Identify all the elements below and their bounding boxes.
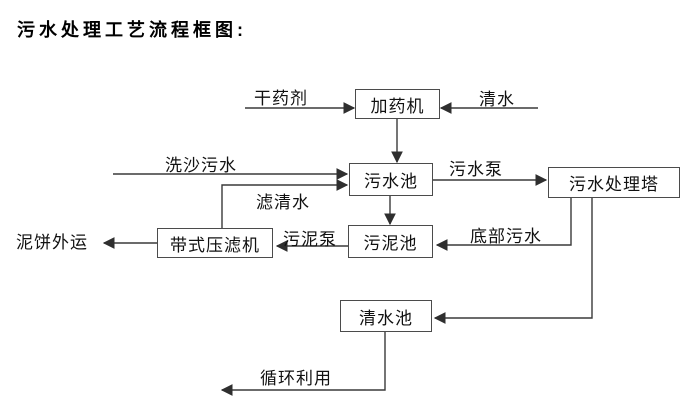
arrow-tower-to-clean-water-pool bbox=[433, 198, 593, 324]
label-sewage-pump: 污水泵 bbox=[449, 160, 503, 179]
node-belt-filter-press: 带式压滤机 bbox=[157, 228, 273, 258]
arrow-bottom-sewage-to-sludge-pool bbox=[435, 198, 572, 251]
node-dosing-machine: 加药机 bbox=[355, 89, 440, 119]
label-mud-cake-out: 泥饼外运 bbox=[16, 233, 88, 252]
node-sewage-treatment-tower: 污水处理塔 bbox=[548, 167, 680, 198]
diagram-title: 污水处理工艺流程框图: bbox=[17, 20, 247, 40]
node-clean-water-pool: 清水池 bbox=[340, 300, 432, 332]
arrow-recycle-use bbox=[220, 332, 386, 396]
arrow-filtered-water-to-sewage-pool bbox=[221, 179, 349, 228]
node-sludge-pool: 污泥池 bbox=[348, 225, 433, 258]
label-filtered-water: 滤清水 bbox=[256, 193, 310, 212]
label-sand-wash-sewage: 洗沙污水 bbox=[165, 156, 237, 175]
label-dry-agent: 干药剂 bbox=[254, 89, 308, 108]
label-recycle-use: 循环利用 bbox=[260, 369, 332, 388]
node-sewage-pool: 污水池 bbox=[349, 163, 433, 196]
label-clean-water: 清水 bbox=[479, 90, 515, 109]
label-sludge-pump: 污泥泵 bbox=[283, 230, 337, 249]
label-bottom-sewage: 底部污水 bbox=[470, 227, 542, 246]
